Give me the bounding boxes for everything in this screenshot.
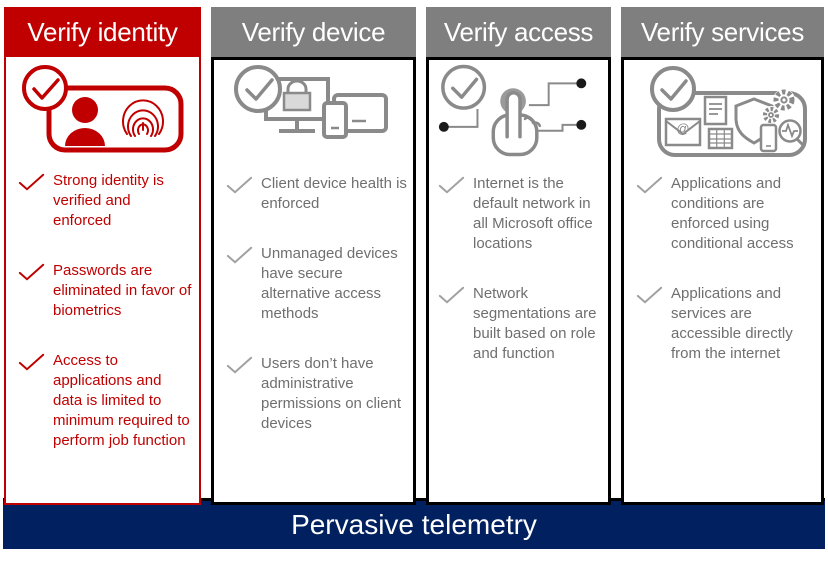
checklist-item-text: Network segmentations are built based on…: [473, 285, 597, 362]
checklist-item: Client device health is enforced: [226, 174, 407, 214]
checklist-item: Unmanaged devices have secure alternativ…: [226, 244, 407, 324]
spreadsheet-icon: [707, 127, 733, 150]
network-node-icon: [438, 121, 449, 132]
pervasive-telemetry-bar: Pervasive telemetry: [3, 498, 825, 549]
column-body-verify-identity: Strong identity is verified and enforced…: [4, 57, 201, 505]
checklist-item-text: Users don’t have administrative permissi…: [261, 355, 402, 432]
column-verify-services: Verify services @: [621, 7, 824, 505]
column-body-verify-device: Client device health is enforced Unmanag…: [211, 57, 416, 505]
column-verify-access: Verify access: [426, 7, 611, 505]
checkmark-circle-icon: [21, 65, 68, 111]
document-icon: [703, 95, 727, 126]
checklist-item: Strong identity is verified and enforced: [18, 171, 193, 231]
gears-icon: [761, 89, 795, 124]
column-body-verify-services: @: [621, 57, 824, 505]
touch-network-icon: [429, 60, 608, 166]
pervasive-telemetry-label: Pervasive telemetry: [291, 509, 537, 540]
columns-row: Verify identity: [4, 7, 824, 505]
checklist-item-text: Applications and services are accessible…: [671, 285, 793, 362]
checkmark-icon: [226, 176, 253, 194]
checkmark-icon: [438, 176, 465, 194]
phone-icon: [759, 123, 777, 153]
fingerprint-icon: [121, 99, 164, 137]
checklist-item: Network segmentations are built based on…: [438, 284, 606, 364]
user-fingerprint-badge-icon: [6, 57, 199, 163]
column-header-verify-identity: Verify identity: [4, 7, 201, 57]
checklist-access: Internet is the default network in all M…: [429, 174, 608, 364]
checklist-services: Applications and conditions are enforced…: [624, 174, 821, 364]
checklist-item-text: Unmanaged devices have secure alternativ…: [261, 245, 398, 322]
checkmark-icon: [18, 263, 45, 281]
checklist-item-text: Client device health is enforced: [261, 175, 407, 212]
checklist-identity: Strong identity is verified and enforced…: [6, 171, 199, 451]
lock-icon: [286, 79, 307, 93]
checklist-item: Applications and conditions are enforced…: [636, 174, 815, 254]
devices-lock-icon: [214, 60, 413, 166]
column-header-verify-device: Verify device: [211, 7, 416, 57]
checklist-item-text: Access to applications and data is limit…: [53, 352, 190, 449]
checkmark-circle-icon: [233, 65, 282, 113]
checklist-item-text: Applications and conditions are enforced…: [671, 175, 794, 252]
column-verify-device: Verify device: [211, 7, 416, 505]
checkmark-icon: [636, 176, 663, 194]
checkmark-icon: [438, 286, 465, 304]
column-header-verify-services: Verify services: [621, 7, 824, 57]
monitor-pulse-magnifier-icon: [777, 119, 805, 148]
checkmark-circle-icon: [440, 64, 486, 110]
checklist-item: Internet is the default network in all M…: [438, 174, 606, 254]
network-node-icon: [575, 78, 586, 89]
checkmark-icon: [226, 356, 253, 374]
checklist-device: Client device health is enforced Unmanag…: [214, 174, 413, 434]
column-body-verify-access: Internet is the default network in all M…: [426, 57, 611, 505]
column-verify-identity: Verify identity: [4, 7, 201, 505]
checklist-item: Applications and services are accessible…: [636, 284, 815, 364]
checkmark-icon: [636, 286, 663, 304]
checklist-item-text: Internet is the default network in all M…: [473, 175, 593, 252]
checkmark-circle-icon: [649, 66, 696, 112]
envelope-icon: @: [664, 117, 701, 147]
checklist-item: Access to applications and data is limit…: [18, 351, 193, 451]
network-node-icon: [575, 119, 586, 130]
checkmark-icon: [18, 353, 45, 371]
checklist-item-text: Strong identity is verified and enforced: [53, 172, 164, 229]
app-services-shield-icon: @: [624, 60, 821, 166]
phone-icon: [321, 101, 348, 139]
checklist-item: Passwords are eliminated in favor of bio…: [18, 261, 193, 321]
checklist-item: Users don’t have administrative permissi…: [226, 354, 407, 434]
column-header-verify-access: Verify access: [426, 7, 611, 57]
svg-text:@: @: [676, 121, 689, 136]
checkmark-icon: [226, 246, 253, 264]
network-lines-icon: [445, 82, 578, 132]
checklist-item-text: Passwords are eliminated in favor of bio…: [53, 262, 192, 319]
checkmark-icon: [18, 173, 45, 191]
